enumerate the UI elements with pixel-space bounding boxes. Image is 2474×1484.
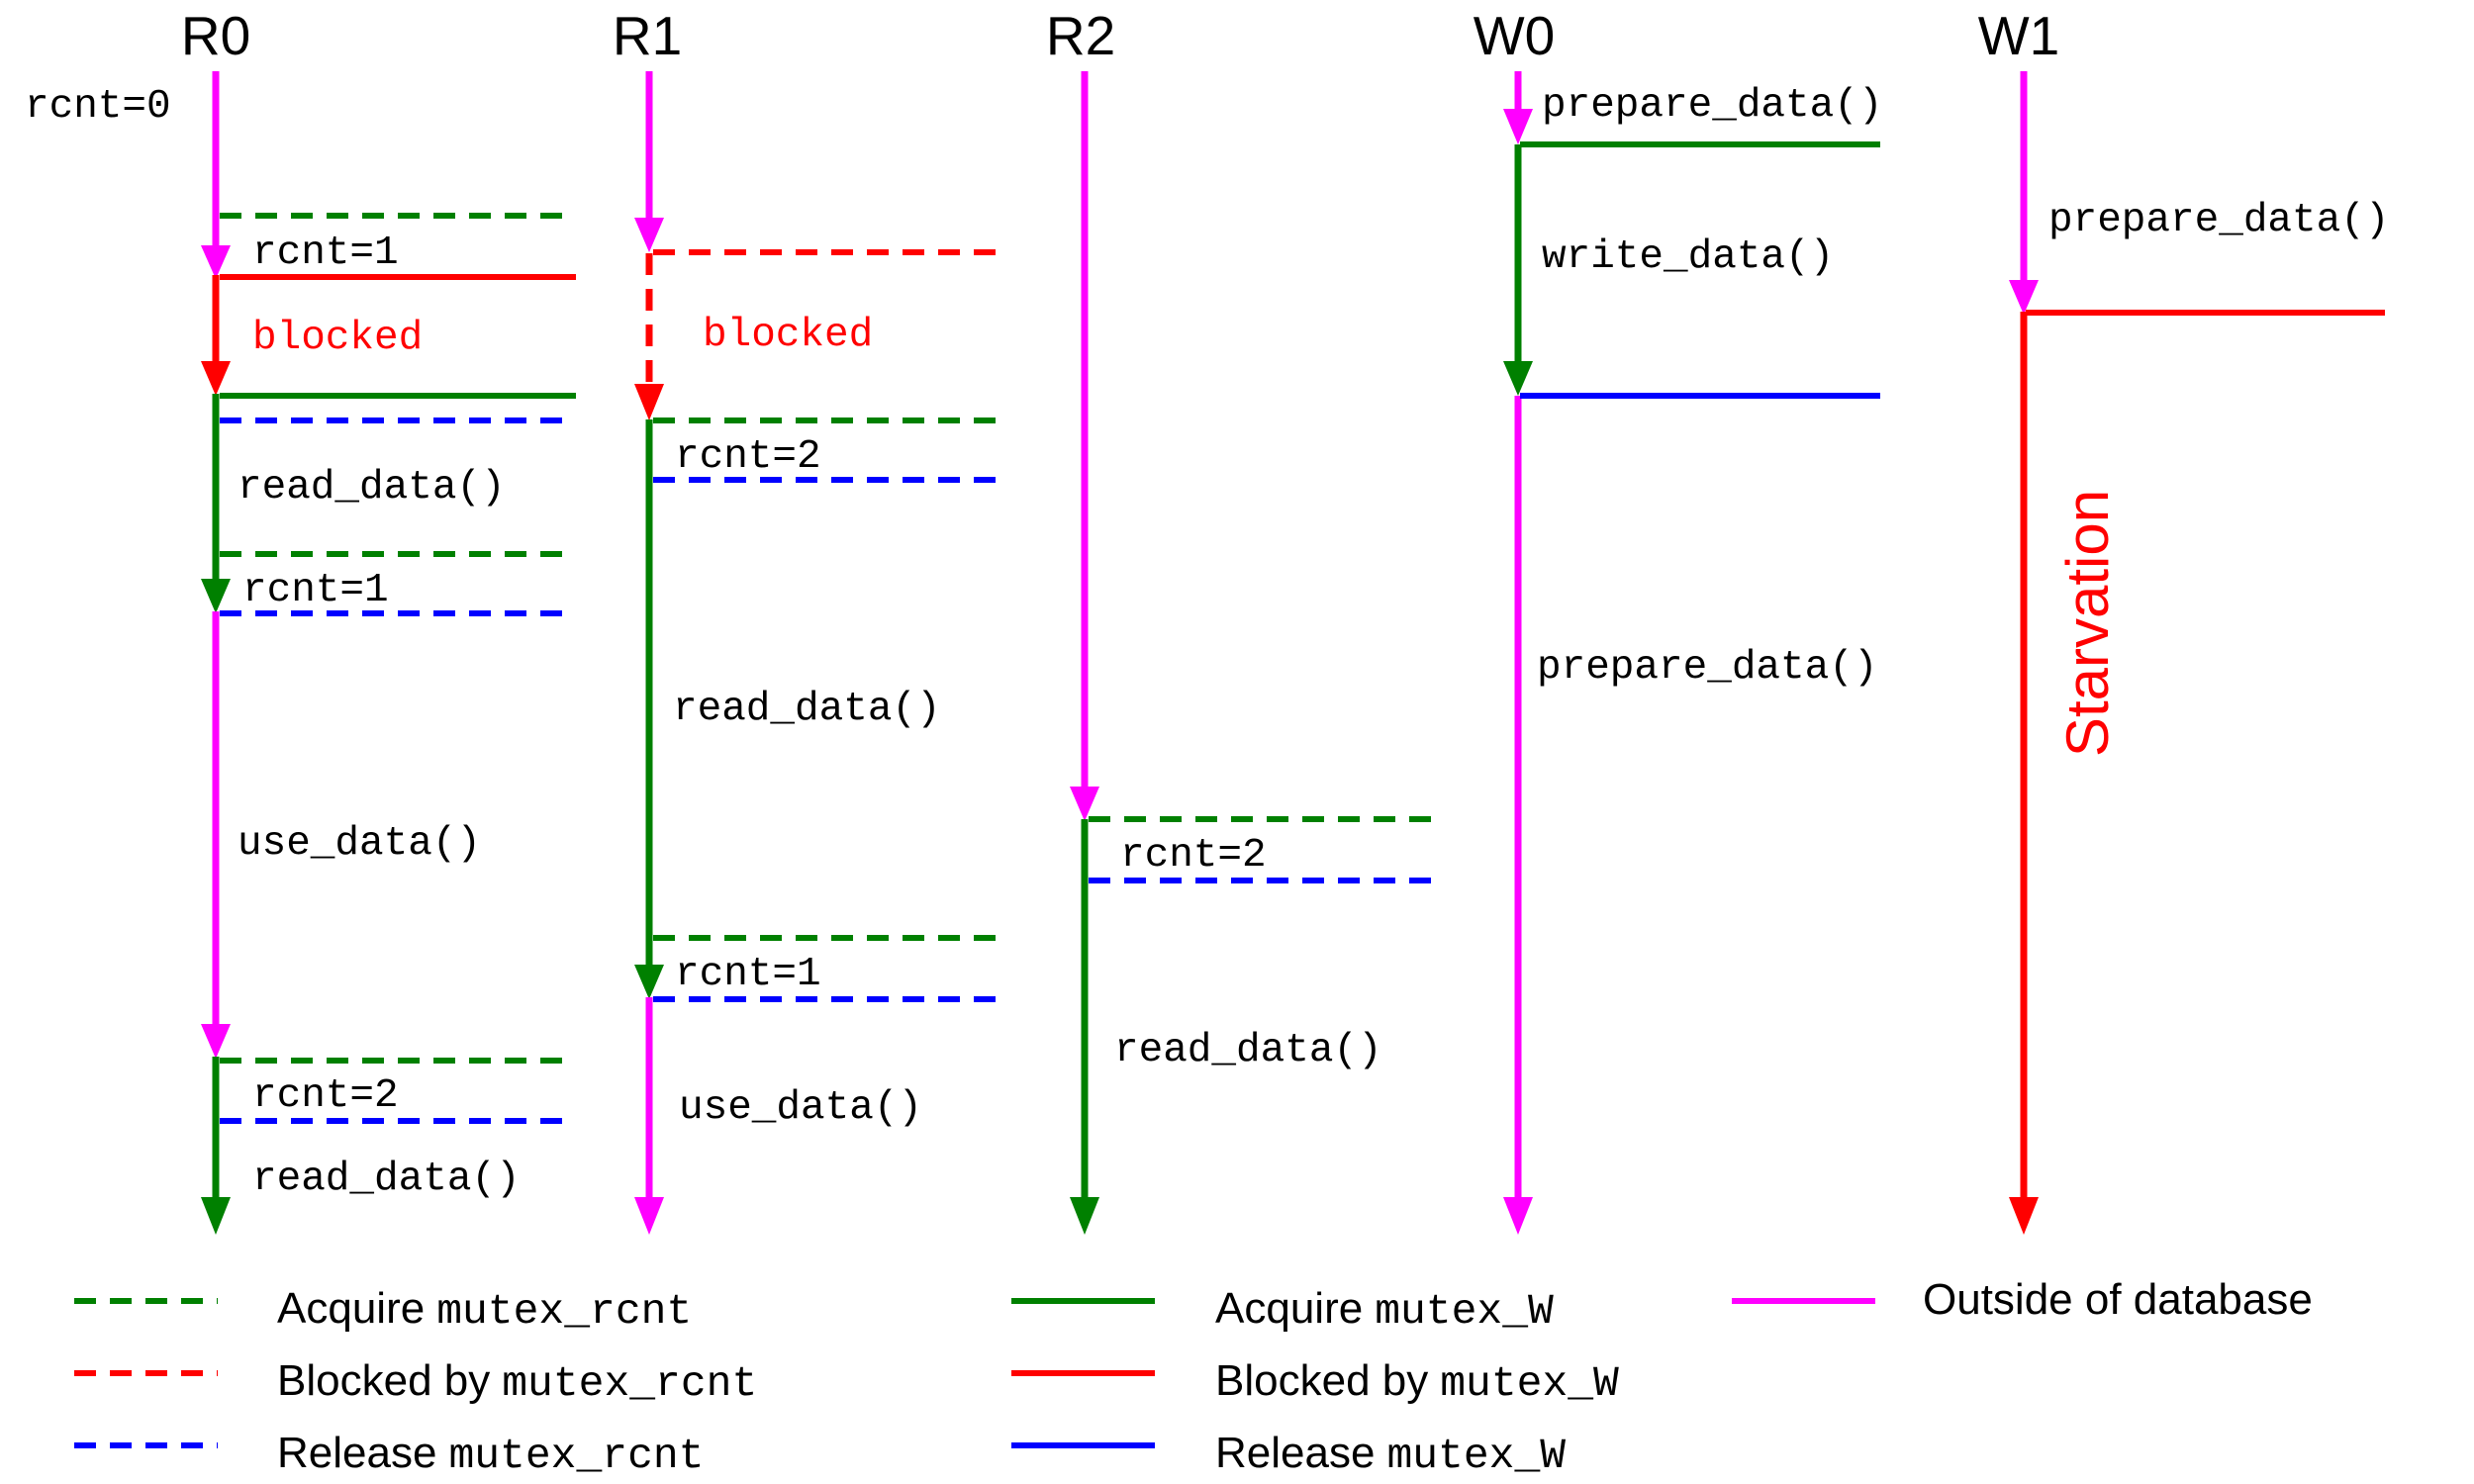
r1-use-data-label: use_data() xyxy=(679,1085,922,1131)
w0-prepare-data-2-label: prepare_data() xyxy=(1537,645,1877,691)
r0-rcnt-1b-label: rcnt=1 xyxy=(242,568,389,613)
r1-rcnt-1-label: rcnt=1 xyxy=(675,952,821,997)
thread-header-w1: W1 xyxy=(1978,5,2060,66)
r1-arrowhead-4 xyxy=(634,1197,664,1235)
legend-label-outside: Outside of database xyxy=(1923,1275,2313,1324)
r0-read-data-label: read_data() xyxy=(238,465,506,510)
thread-header-w0: W0 xyxy=(1474,5,1556,66)
thread-header-r2: R2 xyxy=(1046,5,1115,66)
r0-timeline: rcnt=0 rcnt=1 blocked read_data() rcnt=1… xyxy=(25,71,576,1235)
r0-arrowhead-3 xyxy=(201,579,231,613)
w0-write-data-label: write_data() xyxy=(1542,234,1834,280)
r1-arrowhead-1 xyxy=(634,218,664,252)
r0-arrowhead-5 xyxy=(201,1197,231,1235)
w0-arrowhead-1 xyxy=(1503,109,1533,144)
r0-arrowhead-4 xyxy=(201,1024,231,1059)
w1-arrowhead-1 xyxy=(2009,280,2039,315)
w1-timeline: prepare_data() Starvation xyxy=(2009,71,2389,1235)
r2-rcnt-2-label: rcnt=2 xyxy=(1120,833,1267,879)
r1-rcnt-2-label: rcnt=2 xyxy=(675,434,821,480)
r2-arrowhead-2 xyxy=(1070,1197,1099,1235)
w0-prepare-data-label: prepare_data() xyxy=(1542,83,1882,129)
r0-arrowhead-2 xyxy=(201,361,231,396)
w0-arrowhead-3 xyxy=(1503,1197,1533,1235)
thread-header-r0: R0 xyxy=(181,5,250,66)
r0-use-data-label: use_data() xyxy=(238,821,481,867)
w0-arrowhead-2 xyxy=(1503,361,1533,396)
w1-starvation-label: Starvation xyxy=(2054,490,2121,757)
r0-read-data-2-label: read_data() xyxy=(252,1157,521,1202)
r2-arrowhead-1 xyxy=(1070,787,1099,821)
r2-read-data-label: read_data() xyxy=(1114,1028,1382,1073)
w0-timeline: prepare_data() write_data() prepare_data… xyxy=(1503,71,1882,1235)
r0-rcnt-0-label: rcnt=0 xyxy=(25,84,171,130)
r1-read-data-label: read_data() xyxy=(673,687,941,732)
r1-blocked-label: blocked xyxy=(703,313,873,358)
r0-rcnt-1-label: rcnt=1 xyxy=(252,231,399,276)
r1-timeline: blocked rcnt=2 read_data() rcnt=1 use_da… xyxy=(634,71,999,1235)
r1-arrowhead-3 xyxy=(634,965,664,999)
r0-blocked-label: blocked xyxy=(252,316,423,361)
w1-prepare-data-label: prepare_data() xyxy=(2048,198,2389,243)
r2-timeline: rcnt=2 read_data() xyxy=(1070,71,1431,1235)
r0-rcnt-2-label: rcnt=2 xyxy=(252,1073,399,1119)
thread-header-r1: R1 xyxy=(613,5,682,66)
r0-arrowhead-1 xyxy=(201,245,231,279)
r1-arrowhead-2 xyxy=(634,384,664,420)
w1-arrowhead-2 xyxy=(2009,1197,2039,1235)
legend-item-outside: Outside of database xyxy=(1732,1275,2313,1324)
